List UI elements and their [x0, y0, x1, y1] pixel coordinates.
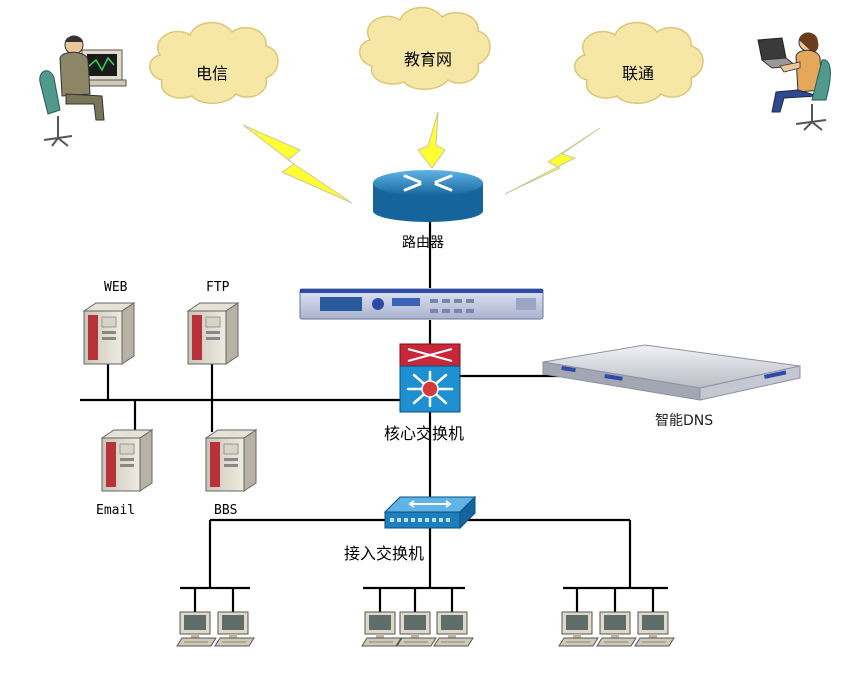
lightning-bolt-icon: [417, 111, 446, 169]
server-tower-icon: [204, 429, 258, 492]
core-switch-label: 核心交换机: [384, 424, 465, 443]
desktop-computer-icon: [596, 611, 637, 647]
desktop-computer-icon: [214, 611, 255, 647]
smart-dns-appliance-icon: [542, 344, 801, 401]
desktop-computer-icon: [396, 611, 437, 647]
desktop-computer-icon: [176, 611, 217, 647]
server-tower-icon: [100, 429, 154, 492]
connection-lines: [80, 220, 668, 612]
lightning-bolt-icon: [504, 127, 601, 195]
desktop-computer-icon: [634, 611, 675, 647]
server-label-email: Email: [96, 503, 136, 518]
server-label-ftp: FTP: [206, 280, 230, 295]
server-label-bbs: BBS: [214, 503, 238, 518]
cloud-unicom: [574, 21, 704, 104]
router-label: 路由器: [402, 235, 444, 251]
isp-label-telecom: 电信: [195, 64, 229, 83]
lightning-bolt-icon: [242, 124, 353, 204]
user-desktop-icon: [39, 35, 127, 147]
user-laptop-icon: [757, 32, 831, 131]
desktop-computer-icon: [361, 611, 402, 647]
server-tower-icon: [186, 302, 240, 365]
server-label-web: WEB: [104, 280, 128, 295]
rack-appliance-icon: [299, 288, 544, 320]
access-switch-icon: [383, 495, 477, 530]
desktop-computer-icon: [558, 611, 599, 647]
desktop-computer-icon: [433, 611, 474, 647]
server-tower-icon: [82, 302, 136, 365]
cloud-telecom: [149, 21, 279, 104]
isp-label-edunet: 教育网: [403, 50, 453, 69]
core-switch-icon: [399, 343, 461, 413]
access-switch-label: 接入交换机: [344, 544, 425, 563]
router-icon: [373, 170, 483, 222]
smart-dns-label: 智能DNS: [655, 413, 714, 429]
isp-label-unicom: 联通: [621, 64, 655, 83]
cloud-edunet: [359, 6, 491, 90]
